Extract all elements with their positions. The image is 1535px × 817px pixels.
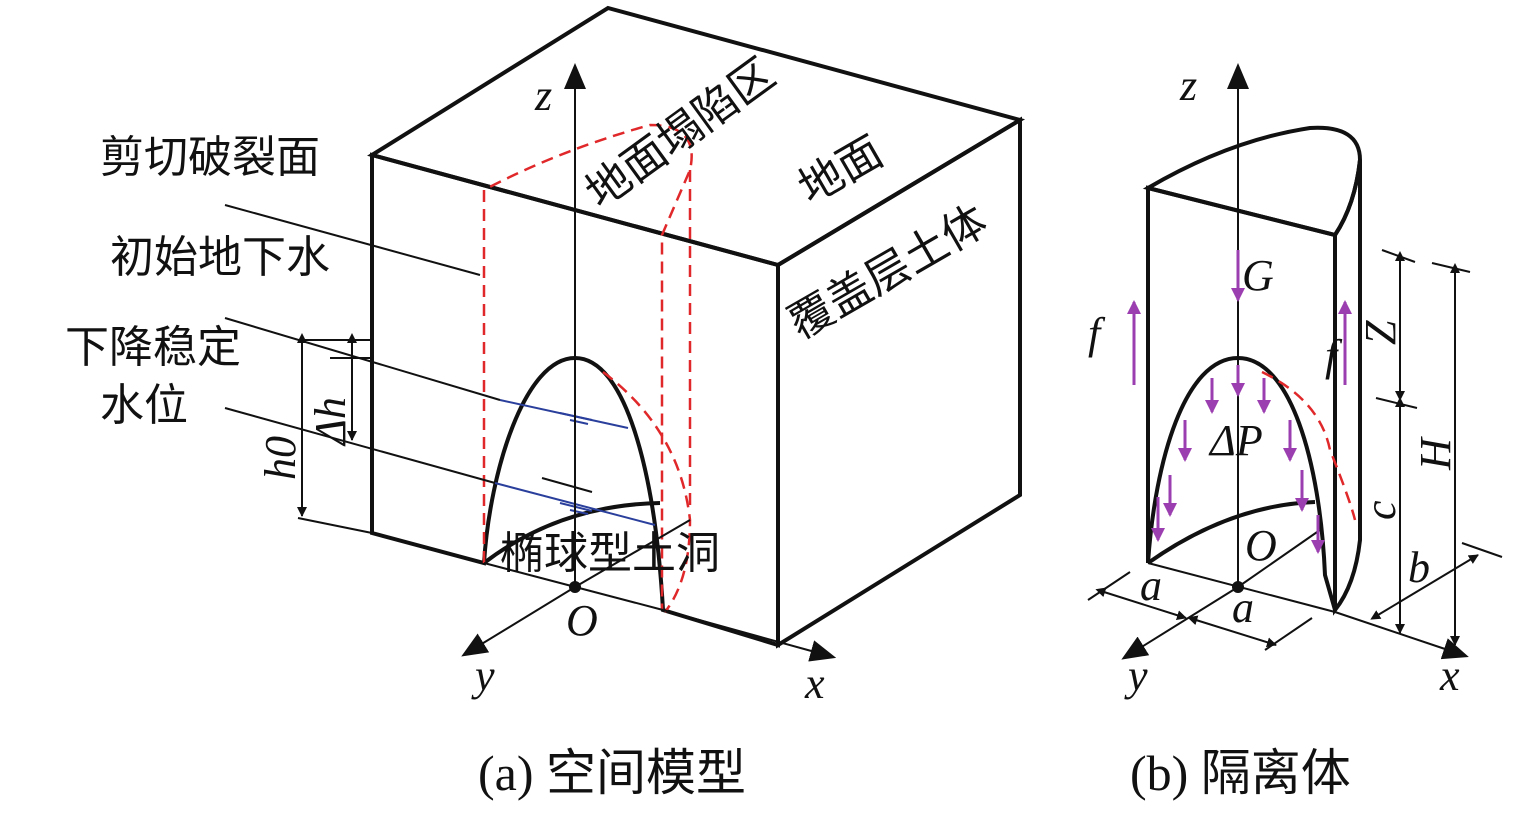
label-H: H [1411,436,1460,471]
axis-y-label: y [471,651,495,700]
label-f-left: f [1088,309,1106,358]
label-delta-P: ΔP [1208,416,1263,465]
axis-z-label: z [1179,61,1197,110]
a-dimension-right [1187,615,1277,648]
label-a-right: a [1232,583,1254,632]
a-dimension-left [1095,587,1187,621]
axis-y-label: y [1124,651,1148,700]
shear-failure-arc [602,371,692,613]
b-dimension [1370,554,1479,620]
axis-z-label: z [534,71,552,120]
axis-x-label: x [804,659,825,708]
failure-surface [1261,370,1357,521]
cavity-inner-curve [482,501,661,565]
spatial-model: 剪切破裂面 初始地下水 下降稳定 水位 地面塌陷区 地面 覆盖层土体 椭球型土洞… [65,5,1026,801]
label-overburden: 覆盖层土体 [780,195,996,349]
x-axis [662,609,837,662]
leader-lowered [224,407,496,484]
origin-point [569,581,581,593]
label-a-left: a [1140,561,1162,610]
label-delta-h: Δh [306,397,355,447]
axis-x-label: x [1439,651,1460,700]
label-c: c [1356,500,1405,520]
label-f-right: f [1325,331,1343,380]
label-lowered-level-2: 水位 [100,380,188,431]
leader-shear [224,204,481,276]
label-h0: h0 [256,436,305,480]
water-symbol-mark [541,477,593,493]
label-cavity: 椭球型土洞 [500,528,720,579]
origin-label: O [1245,521,1277,570]
label-b: b [1408,543,1430,592]
isolated-body: z G ΔP f f Z c H b a a O y x (b) 隔离体 [1087,61,1503,801]
label-shear-surface: 剪切破裂面 [100,132,320,183]
caption-a: (a) 空间模型 [478,745,746,801]
x-axis [1334,611,1469,660]
label-G: G [1242,251,1274,300]
pressure-arrows [1151,365,1325,554]
label-lowered-level: 下降稳定 [65,322,241,373]
side-surface [1333,159,1362,616]
origin-point [1232,581,1244,593]
caption-b: (b) 隔离体 [1130,745,1351,801]
top-surface [1142,125,1363,238]
label-Z: Z [1356,320,1405,345]
cavity-inner-curve [1146,500,1316,565]
origin-label: O [566,596,598,645]
label-ground: 地面 [790,126,892,214]
label-initial-groundwater: 初始地下水 [110,232,330,283]
